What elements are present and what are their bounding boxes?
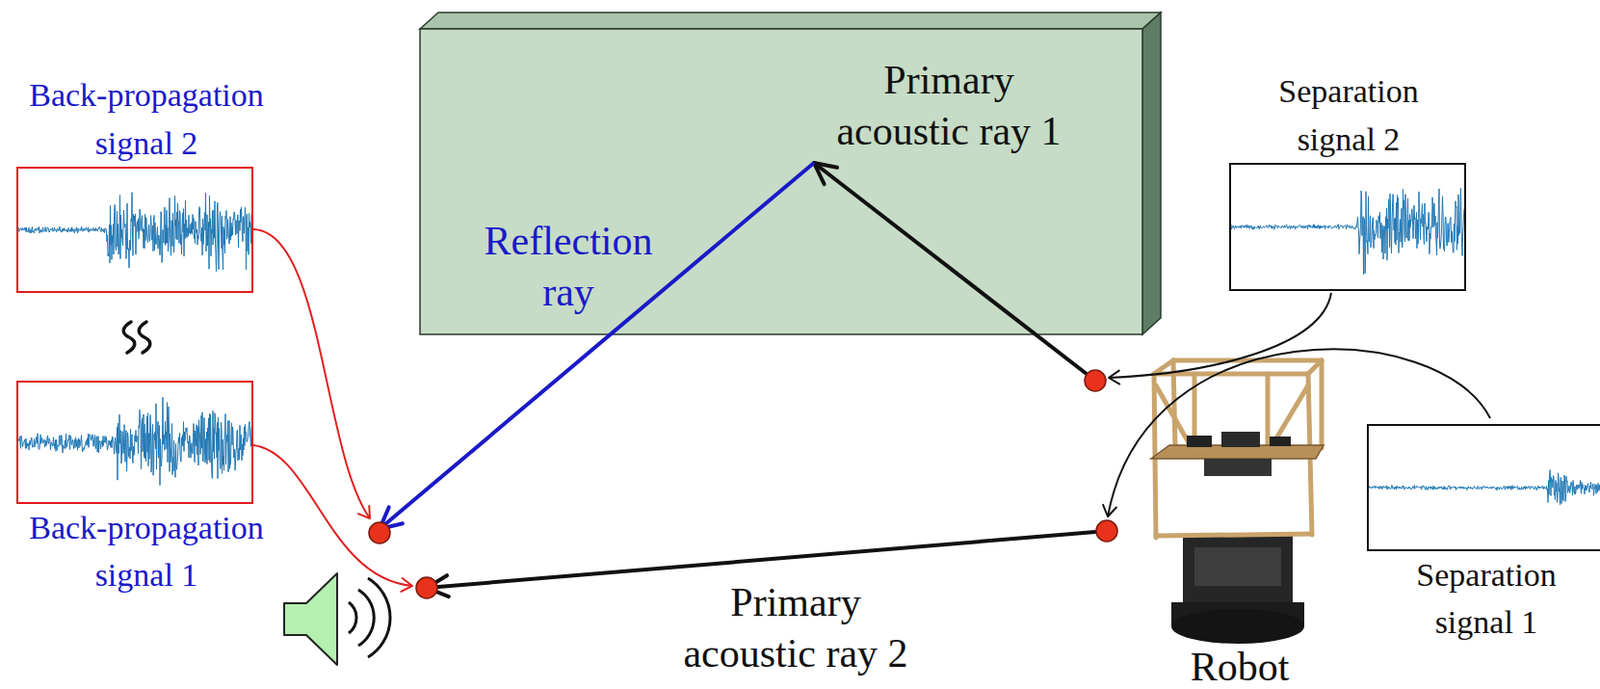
signal-caption: Separation signal 1 — [1385, 550, 1588, 647]
signal-caption: Back-propagation signal 1 — [11, 503, 282, 600]
mic-point — [1096, 520, 1118, 542]
back-propagation-leader — [253, 445, 413, 586]
waveform-trace — [1231, 187, 1465, 275]
waveform — [18, 168, 252, 291]
mic-point — [368, 522, 391, 544]
ray-label: Primary acoustic ray 1 — [818, 54, 1079, 157]
arrow-head — [1108, 370, 1120, 385]
primary-ray-1 — [813, 162, 1096, 381]
waveform-trace — [18, 396, 252, 485]
waveform — [1231, 164, 1465, 289]
signal-panel: Separation signal 1 — [1366, 423, 1600, 551]
arrow-head — [813, 162, 838, 184]
primary-ray-2 — [426, 530, 1107, 588]
separation-leader — [1108, 292, 1332, 378]
back-propagation-leader — [253, 229, 370, 519]
robot-label: Robot — [1162, 645, 1317, 688]
ray-label: Reflection ray — [467, 215, 670, 317]
mic-point — [416, 577, 438, 599]
waveform — [1368, 425, 1600, 550]
approx-symbol — [123, 321, 151, 353]
acoustic-rays — [253, 162, 1491, 599]
reflection-ray — [379, 162, 814, 529]
robot-illustration — [1151, 360, 1324, 644]
speaker-icon — [284, 573, 391, 665]
arrow-head — [400, 577, 413, 592]
waveform-trace — [18, 192, 252, 272]
mic-point — [1084, 369, 1106, 392]
arrow-head — [358, 505, 370, 519]
signal-caption: Back-propagation signal 2 — [11, 71, 282, 167]
signal-panel: Separation signal 2 — [1229, 162, 1467, 291]
waveform — [18, 382, 252, 502]
arrow-head — [1102, 504, 1117, 517]
ray-label: Primary acoustic ray 2 — [665, 577, 926, 679]
signal-panel: Back-propagation signal 1 — [16, 380, 254, 504]
signal-caption: Separation signal 2 — [1247, 67, 1450, 163]
signal-panel: Back-propagation signal 2 — [16, 166, 254, 293]
wall — [419, 12, 1161, 335]
waveform-trace — [1368, 470, 1600, 505]
